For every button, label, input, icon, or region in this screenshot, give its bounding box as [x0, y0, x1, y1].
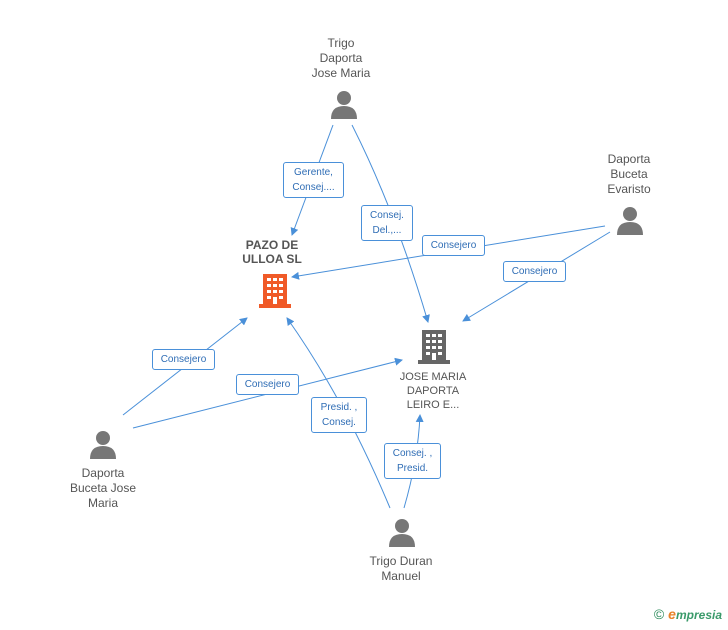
edge-label[interactable]: Consejero	[236, 374, 299, 395]
building-icon[interactable]	[259, 272, 291, 308]
empresia-logo[interactable]: ©empresia	[654, 606, 722, 622]
company-label-pazo: PAZO DE ULLOA SL	[242, 238, 302, 266]
edge-label[interactable]: Consej. Del.,...	[361, 205, 413, 241]
person-icon[interactable]	[616, 206, 644, 236]
copyright-icon: ©	[653, 606, 665, 622]
edge-label[interactable]: Consejero	[152, 349, 215, 370]
edge-label[interactable]: Presid. , Consej.	[311, 397, 367, 433]
person-icon[interactable]	[89, 430, 117, 460]
brand-e: e	[668, 606, 676, 622]
node-label-daporta-jose: Daporta Buceta Jose Maria	[69, 466, 137, 510]
person-icon[interactable]	[330, 90, 358, 120]
brand-text: mpresia	[675, 608, 722, 622]
edge-label[interactable]: Gerente, Consej....	[283, 162, 344, 198]
edge-label[interactable]: Consejero	[503, 261, 566, 282]
node-label-trigo-daporta: Trigo Daporta Jose Maria	[311, 36, 371, 80]
node-label-daporta-evaristo: Daporta Buceta Evaristo	[607, 152, 651, 196]
edge-label[interactable]: Consej. , Presid.	[384, 443, 441, 479]
company-label-jose-maria: JOSE MARIA DAPORTA LEIRO E...	[399, 371, 467, 411]
edge-label[interactable]: Consejero	[422, 235, 485, 256]
person-icon[interactable]	[388, 518, 416, 548]
building-icon[interactable]	[418, 328, 450, 364]
node-label-trigo-duran: Trigo Duran Manuel	[369, 554, 433, 583]
